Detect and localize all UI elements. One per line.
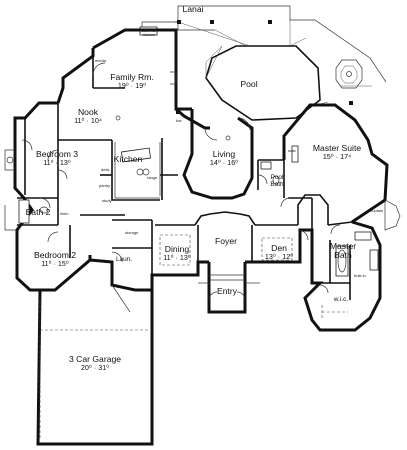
room-master-suite: Master Suite 15⁰ · 17⁴ (312, 143, 362, 162)
room-family: Family Rm. 19⁰ · 19⁰ (110, 72, 154, 91)
room-pool: Pool (240, 79, 258, 89)
room-wic: w.i.c. (333, 296, 349, 304)
pool-outline (205, 45, 321, 121)
room-name: Pool Bath (270, 174, 284, 188)
room-name: Family Rm. (110, 72, 154, 82)
room-name: Den (271, 243, 287, 253)
room-laundry: Laun. (116, 256, 132, 264)
room-bath2: Bath 2 (25, 207, 51, 217)
room-dims: 11⁰ · 10⁴ (74, 116, 102, 126)
room-nook: Nook 11⁰ · 10⁴ (74, 107, 102, 126)
room-dims: 11⁰ · 13⁰ (163, 253, 191, 263)
room-dining: Dining 11⁰ · 13⁰ (163, 244, 191, 263)
note-storage: storage (125, 230, 139, 235)
room-entry: Entry (216, 286, 238, 296)
note-range: range (147, 175, 158, 180)
fixtures (4, 71, 401, 440)
spa (335, 59, 363, 89)
room-dims: 15⁰ · 17⁴ (322, 152, 352, 162)
room-dims: 19⁰ · 19⁰ (117, 81, 147, 91)
lanai-columns (176, 20, 353, 114)
room-bedroom2: Bedroom 2 11⁰ · 15⁰ (33, 250, 77, 269)
room-dims: 11⁰ · 15⁰ (41, 259, 69, 269)
room-name: Master Suite (312, 143, 362, 153)
note-bar: bar (176, 118, 182, 123)
room-name: Kitchen (113, 154, 143, 164)
note-fountain: fountain (369, 208, 384, 213)
room-den: Den 13⁰ · 12⁰ (264, 243, 294, 262)
room-dims: 11⁰ · 13⁰ (43, 158, 71, 168)
note-built-in: built-in (354, 273, 366, 278)
room-dims: 14⁰ · 16⁰ (209, 158, 239, 168)
room-foyer: Foyer (215, 236, 237, 246)
room-pool-bath: Pool Bath (265, 174, 289, 188)
room-lanai: Lanai (182, 4, 204, 14)
room-name: Bedroom 2 (33, 250, 77, 260)
note-linen: linen (60, 211, 69, 216)
door-swings (21, 62, 341, 301)
room-dims: 20⁰ · 31⁰ (80, 363, 110, 373)
room-kitchen: Kitchen (113, 154, 143, 164)
room-name: Pool (240, 79, 258, 89)
room-name: Master Bath (329, 241, 357, 261)
room-name: Bedroom 3 (35, 149, 79, 159)
room-name: Living (212, 149, 236, 159)
room-name: Entry (216, 286, 238, 296)
note-summer-kitchen: summer kitchen (141, 28, 157, 37)
note-pantry: pantry (99, 183, 111, 188)
room-name: Dining (164, 244, 190, 254)
room-garage: 3 Car Garage 20⁰ · 31⁰ (68, 354, 122, 373)
note-study: study (102, 198, 112, 203)
room-name: Laun. (116, 256, 132, 263)
room-name: w.i.c. (333, 296, 349, 303)
exterior-walls (13, 28, 389, 446)
note-media: media (95, 58, 106, 63)
note-seat: seat (288, 148, 296, 153)
room-bedroom3: Bedroom 3 11⁰ · 13⁰ (35, 149, 79, 168)
room-dims: 13⁰ · 12⁰ (264, 252, 294, 262)
room-living: Living 14⁰ · 16⁰ (209, 149, 239, 168)
lanai-deck (123, 5, 387, 109)
room-name: Bath 2 (25, 207, 51, 217)
room-name: 3 Car Garage (68, 354, 122, 364)
room-master-bath: Master Bath (324, 241, 362, 261)
room-name: Nook (77, 107, 99, 117)
note-desk: desk (101, 167, 110, 172)
room-name: Foyer (215, 236, 237, 246)
room-name: Lanai (182, 4, 204, 14)
